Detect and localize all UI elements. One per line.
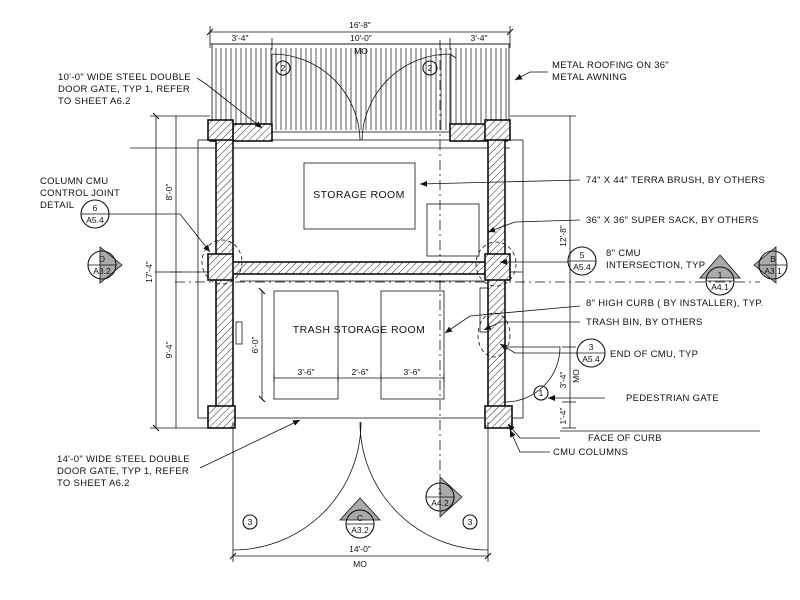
- note-cmu-intersection: 8" CMU INTERSECTION, TYP: [606, 248, 705, 271]
- note-pedestrian-gate: PEDESTRIAN GATE: [626, 393, 719, 404]
- door-tags: 2 2 1 3 3: [242, 60, 549, 530]
- trash-room-label: TRASH STORAGE ROOM: [293, 324, 425, 336]
- svg-text:1: 1: [438, 486, 443, 496]
- svg-text:6: 6: [93, 203, 98, 213]
- svg-text:METAL AWNING: METAL AWNING: [552, 72, 627, 83]
- svg-text:5: 5: [580, 250, 585, 260]
- trash-bin-right: [380, 290, 445, 400]
- bin-gap-dim: 2'-6": [352, 367, 369, 377]
- super-sack-outline: [426, 203, 480, 257]
- top-double-gate: [271, 53, 457, 141]
- trash-bin-left: [273, 290, 339, 400]
- top-left-dim: 3'-4": [232, 33, 249, 43]
- bins-height-dim: 6'-0": [250, 337, 260, 354]
- svg-text:CONTROL JOINT: CONTROL JOINT: [40, 188, 120, 199]
- note-gate-bottom: 14'-0" WIDE STEEL DOUBLE DOOR GATE, TYP …: [57, 454, 190, 489]
- note-curb: 8" HIGH CURB ( BY INSTALLER), TYP.: [586, 298, 764, 309]
- callout-detail-3: 3 A5.4: [576, 338, 606, 368]
- right-overall-dim: 12'-8": [558, 225, 568, 247]
- door-tag-top-left: 2: [275, 60, 291, 76]
- door-tag-bottom-right: 3: [462, 514, 478, 530]
- svg-text:2: 2: [281, 63, 286, 73]
- svg-text:TO SHEET A6.2: TO SHEET A6.2: [57, 478, 130, 489]
- note-control-joint: COLUMN CMU CONTROL JOINT DETAIL: [40, 176, 120, 211]
- trash-storage-room: TRASH STORAGE ROOM 6'-0" 3'-6" 2'-6" 3'-…: [240, 280, 484, 403]
- door-tag-top-right: 2: [422, 60, 438, 76]
- door-tag-bottom-left: 3: [242, 514, 258, 530]
- metal-awning: [211, 43, 510, 133]
- svg-text:3: 3: [589, 342, 594, 352]
- note-face-of-curb: FACE OF CURB: [588, 433, 662, 444]
- svg-text:14'-0" WIDE STEEL DOUBLE: 14'-0" WIDE STEEL DOUBLE: [57, 454, 190, 465]
- bottom-double-gate: [232, 421, 489, 551]
- callout-detail-6: 6 A5.4: [80, 199, 110, 229]
- svg-text:2: 2: [428, 63, 433, 73]
- svg-text:METAL ROOFING ON 36": METAL ROOFING ON 36": [552, 60, 669, 71]
- svg-text:TO SHEET A6.2: TO SHEET A6.2: [58, 96, 131, 107]
- svg-text:A5.4: A5.4: [86, 215, 104, 225]
- svg-text:A3.2: A3.2: [351, 525, 369, 535]
- svg-text:1: 1: [718, 270, 723, 280]
- door-tag-pedestrian: 1: [533, 385, 549, 401]
- right-gate-mo: MO: [571, 369, 581, 383]
- svg-text:8" CMU: 8" CMU: [606, 248, 641, 259]
- svg-text:D: D: [99, 254, 105, 264]
- top-right-dim: 3'-4": [471, 33, 488, 43]
- detail-circles: [201, 239, 517, 358]
- pedestrian-gate: [504, 346, 561, 403]
- terra-brush-outline: [303, 162, 416, 230]
- top-mo-label: MO: [354, 46, 368, 56]
- svg-text:A4.1: A4.1: [711, 282, 729, 292]
- bottom-dimensions: 14'-0" MO: [229, 544, 492, 569]
- left-dimensions: 17'-4" 8'-0" 9'-4": [144, 112, 210, 432]
- top-dimensions: 16'-8" 3'-4" 10'-0" 3'-4" MO: [206, 20, 514, 56]
- svg-text:DOOR GATE, TYP 1, REFER: DOOR GATE, TYP 1, REFER: [58, 84, 190, 95]
- right-dimensions: 12'-8" 3'-4" MO 1'-4": [510, 115, 581, 429]
- left-overall-dim: 17'-4": [144, 261, 154, 283]
- svg-text:INTERSECTION, TYP: INTERSECTION, TYP: [606, 260, 705, 271]
- svg-text:DOOR GATE, TYP 1, REFER: DOOR GATE, TYP 1, REFER: [57, 466, 189, 477]
- svg-text:DETAIL: DETAIL: [40, 200, 74, 211]
- top-mid-dim: 10'-0": [350, 33, 372, 43]
- svg-text:3: 3: [468, 517, 473, 527]
- section-marker-d: D A3.2: [87, 246, 123, 284]
- svg-text:A5.4: A5.4: [582, 354, 600, 364]
- svg-text:A4.2: A4.2: [431, 498, 449, 508]
- section-marker-1-bottom: 1 A4.2: [425, 476, 463, 518]
- svg-text:3: 3: [248, 517, 253, 527]
- note-roofing: METAL ROOFING ON 36" METAL AWNING: [552, 60, 669, 83]
- bin-left-dim: 3'-6": [298, 367, 315, 377]
- right-gate-dim: 3'-4": [558, 372, 568, 389]
- section-marker-c: C A3.2: [339, 497, 381, 539]
- svg-text:A5.4: A5.4: [573, 262, 591, 272]
- note-trash-bin: TRASH BIN, BY OTHERS: [586, 317, 703, 328]
- cmu-walls: [207, 119, 513, 429]
- overall-top-dim: 16'-8": [349, 20, 371, 30]
- svg-text:C: C: [357, 513, 363, 523]
- left-lower-dim: 9'-4": [164, 342, 174, 359]
- svg-text:10'-0" WIDE STEEL DOUBLE: 10'-0" WIDE STEEL DOUBLE: [58, 72, 191, 83]
- storage-room-label: STORAGE ROOM: [313, 189, 405, 201]
- note-gate-top: 10'-0" WIDE STEEL DOUBLE DOOR GATE, TYP …: [58, 72, 191, 107]
- section-marker-b: B A3.1: [753, 246, 788, 284]
- svg-text:COLUMN CMU: COLUMN CMU: [40, 176, 108, 187]
- bottom-overall-dim: 14'-0": [349, 544, 371, 554]
- svg-text:A3.2: A3.2: [93, 266, 111, 276]
- bottom-mo-label: MO: [353, 559, 367, 569]
- note-end-cmu: END OF CMU, TYP: [610, 349, 698, 360]
- bin-right-dim: 3'-6": [404, 367, 421, 377]
- note-super-sack: 36" X 36" SUPER SACK, BY OTHERS: [586, 215, 759, 226]
- note-cmu-columns: CMU COLUMNS: [553, 447, 628, 458]
- svg-text:1: 1: [539, 388, 544, 398]
- section-marker-1-right: 1 A4.1: [699, 254, 741, 296]
- svg-text:B: B: [770, 254, 776, 264]
- leader-lines: [108, 71, 760, 469]
- left-upper-dim: 8'-0": [164, 184, 174, 201]
- callout-detail-5: 5 A5.4: [567, 246, 597, 276]
- svg-text:A3.1: A3.1: [764, 266, 782, 276]
- right-curb-dim: 1'-4": [558, 408, 568, 425]
- note-terra-brush: 74" X 44" TERRA BRUSH, BY OTHERS: [586, 175, 765, 186]
- storage-room: STORAGE ROOM: [303, 162, 480, 257]
